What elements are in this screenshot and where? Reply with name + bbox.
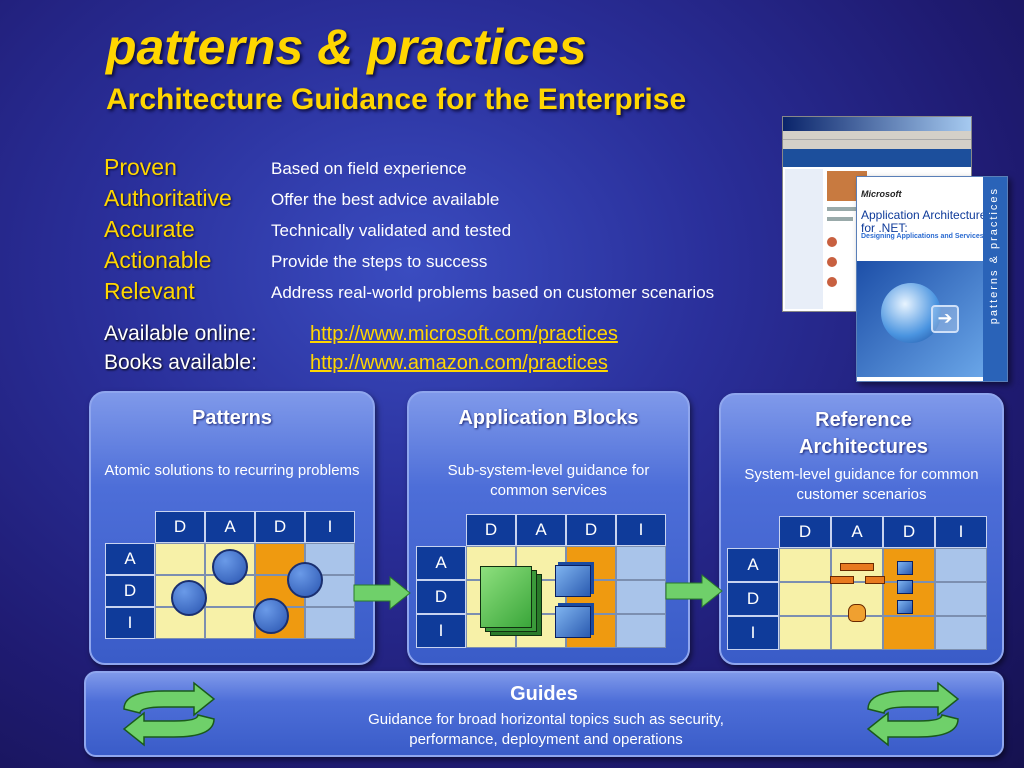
cube-icon	[897, 600, 913, 614]
matrix-cell	[779, 548, 831, 582]
book-artwork: ➔	[857, 261, 985, 377]
online-label: Available online:	[104, 322, 257, 345]
database-icon	[848, 604, 866, 622]
application-blocks-title: Application Blocks	[458, 407, 639, 429]
site-avatar-icon	[827, 237, 837, 247]
matrix-cell	[883, 616, 935, 650]
attribute-description: Provide the steps to success	[271, 252, 488, 271]
component-bar-icon	[840, 563, 874, 571]
matrix-column-header: A	[516, 514, 566, 546]
site-sidebar	[785, 169, 823, 309]
browser-titlebar	[783, 117, 971, 131]
matrix-row-header: I	[105, 607, 155, 639]
matrix-row-header: A	[105, 543, 155, 575]
matrix-cell	[616, 614, 666, 648]
cube-icon	[555, 565, 591, 597]
matrix-cell	[935, 548, 987, 582]
site-text-line	[827, 217, 853, 221]
matrix-cell	[155, 543, 205, 575]
matrix-column-header: D	[466, 514, 516, 546]
block-stack-icon	[480, 566, 532, 628]
matrix-column-header: I	[616, 514, 666, 546]
attribute-label: Authoritative	[104, 185, 232, 211]
matrix-column-header: I	[305, 511, 355, 543]
guides-description: Guidance for broad horizontal topics suc…	[368, 711, 724, 748]
book-publisher: Microsoft	[861, 189, 902, 199]
matrix-cell	[205, 607, 255, 639]
pattern-circle-icon	[171, 580, 207, 616]
page-subtitle: Architecture Guidance for the Enterprise	[106, 83, 687, 116]
matrix-row-header: D	[105, 575, 155, 607]
guides-title: Guides	[510, 683, 578, 705]
matrix-row-header: I	[727, 616, 779, 650]
matrix-row-header: D	[416, 580, 466, 614]
matrix-column-header: D	[255, 511, 305, 543]
attribute-label: Relevant	[104, 278, 195, 304]
matrix-cell	[935, 582, 987, 616]
browser-toolbar	[783, 131, 971, 139]
site-text-line	[827, 207, 857, 211]
reference-architectures-description: System-level guidance for common custome…	[744, 466, 979, 503]
attribute-label: Actionable	[104, 247, 212, 273]
matrix-column-header: D	[566, 514, 616, 546]
application-blocks-description: Sub-system-level guidance for common ser…	[447, 462, 650, 499]
pattern-circle-icon	[287, 562, 323, 598]
book-title: Application Architecture for .NET:	[861, 208, 987, 235]
browser-address	[783, 139, 971, 149]
page-title: patterns & practices	[106, 19, 587, 75]
matrix-row-header: D	[727, 582, 779, 616]
matrix-cell	[616, 580, 666, 614]
site-avatar-icon	[827, 277, 837, 287]
pattern-circle-icon	[212, 549, 248, 585]
book-spine-label: patterns & practices	[988, 187, 1000, 325]
attribute-label: Proven	[104, 154, 177, 180]
matrix-column-header: A	[205, 511, 255, 543]
attribute-description: Address real-world problems based on cus…	[271, 283, 715, 302]
site-avatar-icon	[827, 257, 837, 267]
guides-panel: Guides Guidance for broad horizontal top…	[84, 671, 1004, 757]
cycle-arrows-icon	[122, 681, 216, 747]
reference-architectures-title: Reference Architectures	[799, 409, 928, 458]
matrix-cell	[779, 616, 831, 650]
matrix-column-header: D	[883, 516, 935, 548]
matrix-column-header: D	[155, 511, 205, 543]
matrix-row-header: A	[416, 546, 466, 580]
matrix-row-header: I	[416, 614, 466, 648]
book-spine: patterns & practices	[983, 177, 1007, 381]
book-subtitle: Designing Applications and Services	[861, 233, 984, 240]
component-bar-icon	[865, 576, 885, 584]
arrow-box-icon: ➔	[931, 305, 959, 333]
matrix-cell	[779, 582, 831, 616]
arrow-right-icon	[665, 573, 723, 609]
matrix-cell	[305, 607, 355, 639]
cycle-arrows-icon	[866, 681, 960, 747]
patterns-title: Patterns	[191, 407, 273, 429]
matrix-column-header: A	[831, 516, 883, 548]
component-bar-icon	[830, 576, 854, 584]
matrix-column-header: I	[935, 516, 987, 548]
site-header	[783, 149, 971, 167]
attribute-description: Technically validated and tested	[271, 221, 512, 240]
attribute-description: Based on field experience	[271, 159, 467, 178]
matrix-row-header: A	[727, 548, 779, 582]
cube-icon	[897, 580, 913, 594]
online-link[interactable]: http://www.microsoft.com/practices	[310, 323, 618, 345]
cube-icon	[555, 606, 591, 638]
books-label: Books available:	[104, 351, 257, 374]
arrow-right-icon	[353, 575, 411, 611]
matrix-cell	[935, 616, 987, 650]
matrix-cell	[616, 546, 666, 580]
books-link[interactable]: http://www.amazon.com/practices	[310, 352, 608, 374]
attribute-label: Accurate	[104, 216, 195, 242]
book-cover: Microsoft Application Architecture for .…	[856, 176, 1008, 382]
attribute-description: Offer the best advice available	[271, 190, 500, 209]
pattern-circle-icon	[253, 598, 289, 634]
matrix-cell	[566, 546, 616, 580]
patterns-description: Atomic solutions to recurring problems	[104, 462, 360, 479]
matrix-column-header: D	[779, 516, 831, 548]
cube-icon	[897, 561, 913, 575]
